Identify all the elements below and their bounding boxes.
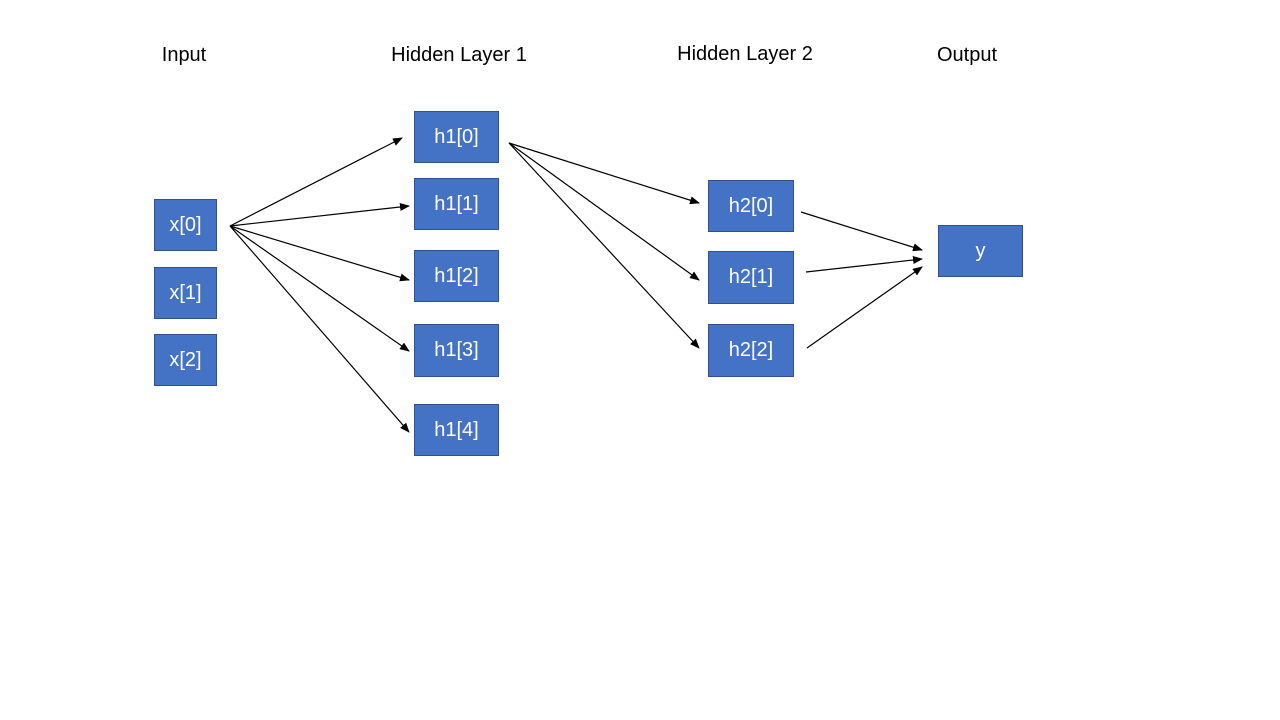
layer-label-output: Output xyxy=(936,44,998,66)
hidden1-node-h1-2: h1[2] xyxy=(414,250,499,302)
hidden2-node-h2-2: h2[2] xyxy=(708,324,794,377)
arrow-x0-to-h10 xyxy=(229,137,403,227)
arrow-h10-to-h21 xyxy=(508,142,700,281)
layer-label-hidden-2: Hidden Layer 2 xyxy=(677,43,813,65)
arrow-h21-to-y xyxy=(805,256,923,273)
connection-arrows xyxy=(229,137,923,433)
input-node-x1: x[1] xyxy=(154,267,217,319)
hidden1-node-h1-4: h1[4] xyxy=(414,404,499,456)
layer-label-hidden-1: Hidden Layer 1 xyxy=(391,44,527,66)
layer-label-input: Input xyxy=(161,44,207,66)
input-node-x0: x[0] xyxy=(154,199,217,251)
hidden1-node-h1-1: h1[1] xyxy=(414,178,499,230)
arrow-h22-to-y xyxy=(806,266,923,349)
arrow-h10-to-h22 xyxy=(508,142,700,349)
output-node-y: y xyxy=(938,225,1023,277)
hidden1-node-h1-0: h1[0] xyxy=(414,111,499,163)
arrow-h10-to-h20 xyxy=(508,142,700,205)
arrow-x0-to-h14 xyxy=(229,225,410,433)
input-node-x2: x[2] xyxy=(154,334,217,386)
arrow-x0-to-h13 xyxy=(229,225,410,352)
hidden2-node-h2-0: h2[0] xyxy=(708,180,794,232)
hidden1-node-h1-3: h1[3] xyxy=(414,324,499,377)
arrow-x0-to-h12 xyxy=(229,225,410,282)
hidden2-node-h2-1: h2[1] xyxy=(708,251,794,304)
arrow-x0-to-h11 xyxy=(229,203,410,227)
arrow-h20-to-y xyxy=(800,211,923,252)
